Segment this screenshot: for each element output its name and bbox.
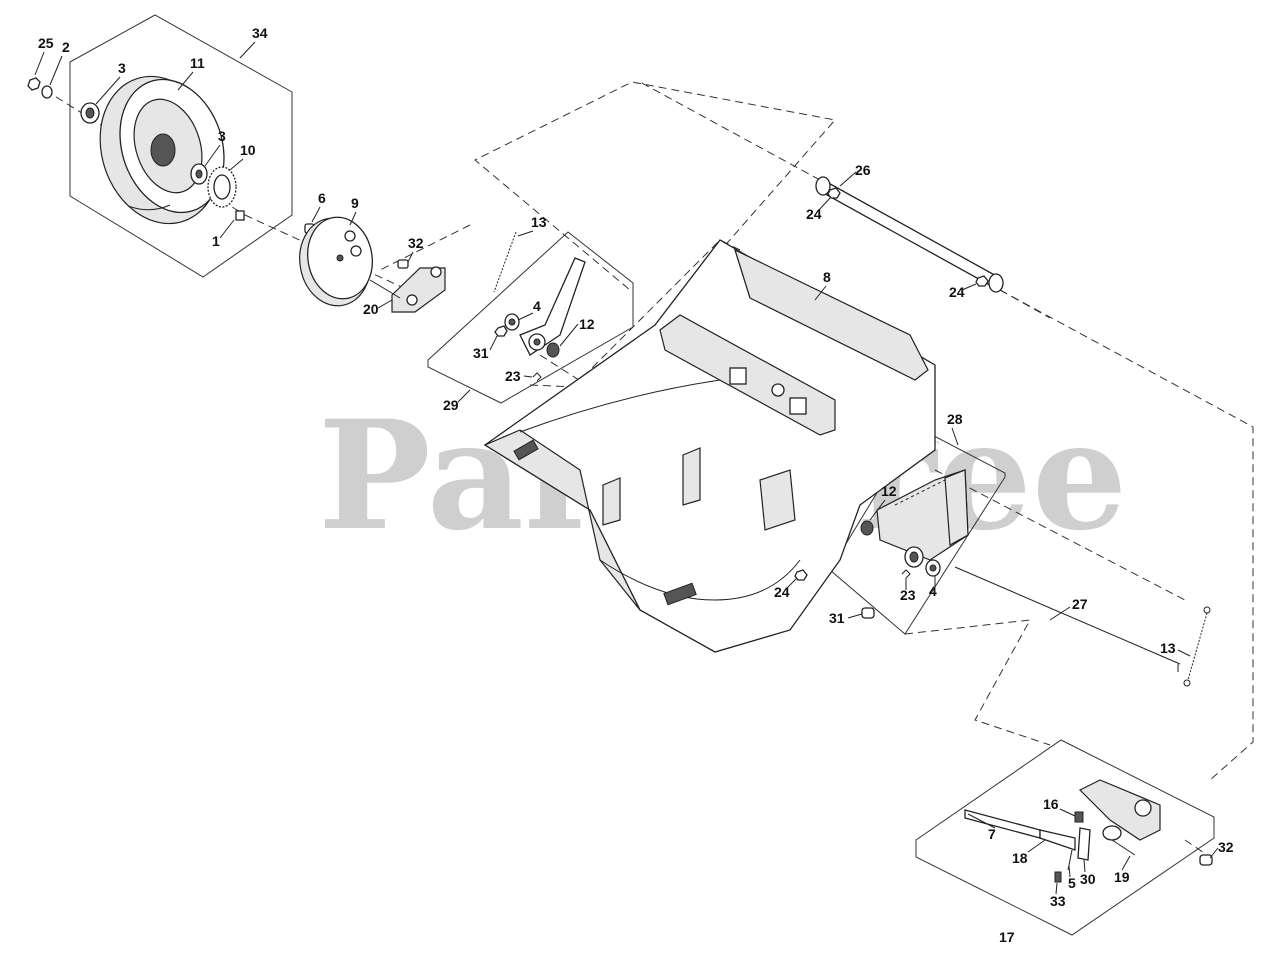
handle-bracket-assembly-box [915,739,1215,936]
bolt-32-lower [1199,854,1213,866]
callout-1: 1 [212,233,220,249]
bushing-12-right [860,520,874,536]
clip-23-right [901,569,911,579]
callout-17: 17 [999,929,1015,945]
height-lever-left [519,257,586,356]
callout-10: 10 [240,142,256,158]
callout-33: 33 [1050,893,1066,909]
callout-29: 29 [443,397,459,413]
pivot-right [904,546,924,568]
callout-30: 30 [1080,871,1096,887]
callout-4-right: 4 [929,583,937,599]
rear-axle-26 [815,176,1004,293]
callout-31-right: 31 [829,610,845,626]
callout-leaders [34,41,1219,895]
mower-deck [483,239,936,653]
nut-24-deck [794,569,808,581]
link-rod-27 [954,566,1181,672]
bearing-3-outer [80,102,100,124]
callout-11: 11 [190,55,205,71]
callout-25: 25 [38,35,54,51]
spring-13-right [1183,606,1211,687]
gear-10 [207,166,237,208]
callout-3-outer: 3 [118,60,126,76]
pin-16 [1074,811,1084,823]
callout-13-right: 13 [1160,640,1176,656]
washer-2 [41,85,53,99]
hubcap-plate-9 [299,216,373,307]
wheel-assembly-box [69,14,293,278]
clip-23-left [532,372,542,382]
callout-labels: 34 25 2 3 11 3 10 1 6 9 32 20 13 4 12 31… [38,25,1234,945]
callout-4-left: 4 [533,298,541,314]
callout-32-lower: 32 [1218,839,1234,855]
bearing-3-inner [190,163,208,185]
callout-5: 5 [1068,875,1076,891]
screw-33 [1054,871,1062,883]
callout-24-deck: 24 [774,584,790,600]
callout-12-left: 12 [579,316,595,332]
callout-27: 27 [1072,596,1088,612]
callout-19: 19 [1114,869,1130,885]
callout-18: 18 [1012,850,1028,866]
lever-7 [964,809,1041,839]
callout-9: 9 [351,195,359,211]
callout-23-right: 23 [900,587,916,603]
bushing-12-left [546,342,560,358]
nut-24-axle-left [827,187,841,199]
handle-18 [1039,829,1076,851]
spring-13-left [493,231,517,293]
callout-3-inner: 3 [218,128,226,144]
height-plate-28 [876,469,969,561]
nut-31-right [861,607,875,619]
callout-6: 6 [318,190,326,206]
callout-16: 16 [1043,796,1059,812]
rear-flap-8 [734,248,929,381]
callout-8: 8 [823,269,831,285]
callout-23-left: 23 [505,368,521,384]
axle-bracket-20 [369,266,446,313]
latch-30 [1077,827,1091,861]
spacer-4-right [925,559,941,577]
callout-20: 20 [363,301,379,317]
nut-24-axle-right [975,275,989,287]
bolt-32-upper [397,259,409,269]
callout-13-left: 13 [531,214,547,230]
callout-24-axle-left: 24 [806,206,822,222]
callout-24-axle-right: 24 [949,284,965,300]
callout-2: 2 [62,39,70,55]
callout-34: 34 [252,25,268,41]
screw-1 [235,210,245,221]
callout-12-right: 12 [881,483,897,499]
callout-26: 26 [855,162,871,178]
callout-31-left: 31 [473,345,489,361]
callout-32-upper: 32 [408,235,424,251]
spacer-4-left [504,313,520,331]
callout-28: 28 [947,411,963,427]
nut-31-left [494,325,508,337]
callout-7: 7 [988,826,996,842]
handle-bracket-19 [1078,779,1161,856]
nut-25 [27,77,41,91]
